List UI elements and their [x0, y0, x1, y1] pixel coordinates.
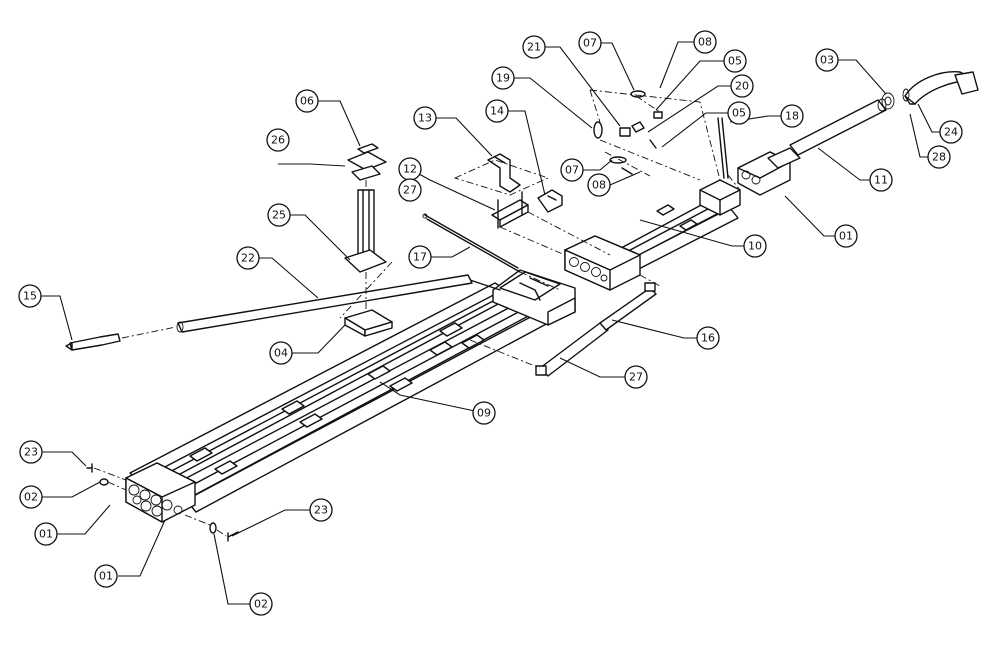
callout-label: 21 [527, 41, 541, 54]
callout-label: 15 [23, 290, 37, 303]
callout-label: 06 [300, 95, 314, 108]
callout-02-left: 02 [19, 485, 43, 509]
callout-10: 10 [743, 234, 767, 258]
callout-12: 12 [398, 157, 422, 181]
callout-19: 19 [491, 66, 515, 90]
ring-part [881, 92, 895, 110]
callout-label: 12 [403, 163, 417, 176]
callout-label: 23 [314, 504, 328, 517]
callout-label: 07 [583, 37, 597, 50]
callout-05-top: 05 [723, 49, 747, 73]
callout-label: 01 [839, 230, 853, 243]
callout-label: 18 [785, 110, 799, 123]
callout-16: 16 [696, 326, 720, 350]
callout-02-bottom: 02 [249, 592, 273, 616]
assembly-centerlines [93, 89, 741, 537]
callout-01-front: 01 [34, 522, 58, 546]
rod-part [422, 213, 521, 273]
front-end-block [125, 462, 196, 523]
front-fasteners [86, 463, 239, 542]
main-frame-rails [129, 282, 551, 513]
small-plate [357, 143, 379, 154]
callout-23-right: 23 [309, 498, 333, 522]
callout-28: 28 [927, 145, 951, 169]
callout-05-mid: 05 [727, 101, 751, 125]
curved-handle [902, 71, 979, 105]
callout-21: 21 [522, 35, 546, 59]
callout-27-upper: 27 [398, 178, 422, 202]
callout-label: 01 [39, 528, 53, 541]
callout-label: 07 [565, 164, 579, 177]
callout-label: 17 [413, 251, 427, 264]
callout-01-hitch: 01 [834, 224, 858, 248]
upper-end-bracket [699, 117, 741, 216]
saddle-bracket [344, 309, 393, 337]
callout-04: 04 [269, 341, 293, 365]
callout-18: 18 [780, 104, 804, 128]
callout-26: 26 [266, 128, 290, 152]
clamp-12 [491, 191, 529, 229]
pin-part [65, 333, 121, 351]
callout-label: 20 [735, 80, 749, 93]
callout-label: 28 [932, 151, 946, 164]
callout-label: 19 [496, 72, 510, 85]
upper-bracket-13 [487, 153, 521, 193]
callout-label: 11 [874, 174, 888, 187]
center-hitch-block [464, 269, 576, 326]
callout-label: 05 [728, 55, 742, 68]
callout-label: 27 [629, 371, 643, 384]
top-bracket [347, 151, 387, 181]
cylinder-part [535, 282, 657, 377]
callout-07-top: 07 [578, 31, 602, 55]
callout-01-bottom: 01 [94, 564, 118, 588]
small-hardware [593, 90, 663, 175]
callout-label: 09 [477, 407, 491, 420]
callout-label: 13 [418, 112, 432, 125]
callout-label: 16 [701, 332, 715, 345]
callout-27-lower: 27 [624, 365, 648, 389]
callout-label: 02 [24, 491, 38, 504]
callout-13: 13 [413, 106, 437, 130]
callout-08-top: 08 [693, 30, 717, 54]
callout-label: 26 [271, 134, 285, 147]
callout-23-left: 23 [19, 440, 43, 464]
callout-label: 24 [944, 126, 958, 139]
callout-label: 01 [99, 570, 113, 583]
callout-14: 14 [485, 99, 509, 123]
callout-label: 14 [490, 105, 504, 118]
callout-11: 11 [869, 168, 893, 192]
callout-label: 02 [254, 598, 268, 611]
tongue-tube [737, 98, 887, 196]
callout-label: 08 [698, 36, 712, 49]
callout-25: 25 [267, 203, 291, 227]
callout-label: 10 [748, 240, 762, 253]
callout-08-mid: 08 [587, 173, 611, 197]
callout-09: 09 [472, 401, 496, 425]
middle-end-block [564, 235, 641, 291]
stand-bracket [344, 189, 387, 273]
long-tube [176, 274, 473, 333]
callout-24: 24 [939, 120, 963, 144]
callout-bubbles: 01 01 01 02 02 03 04 05 05 06 07 07 08 0… [18, 30, 963, 616]
callout-label: 04 [274, 347, 288, 360]
callout-17: 17 [408, 245, 432, 269]
callout-label: 25 [272, 209, 286, 222]
callout-label: 03 [820, 54, 834, 67]
callout-22: 22 [236, 246, 260, 270]
callout-label: 08 [592, 179, 606, 192]
callout-07-mid: 07 [560, 158, 584, 182]
callout-15: 15 [18, 284, 42, 308]
callout-label: 27 [403, 184, 417, 197]
bracket-14 [537, 189, 563, 213]
callout-label: 23 [24, 446, 38, 459]
callout-label: 22 [241, 252, 255, 265]
callout-03: 03 [815, 48, 839, 72]
callout-20: 20 [730, 74, 754, 98]
callout-06: 06 [295, 89, 319, 113]
callout-label: 05 [732, 107, 746, 120]
